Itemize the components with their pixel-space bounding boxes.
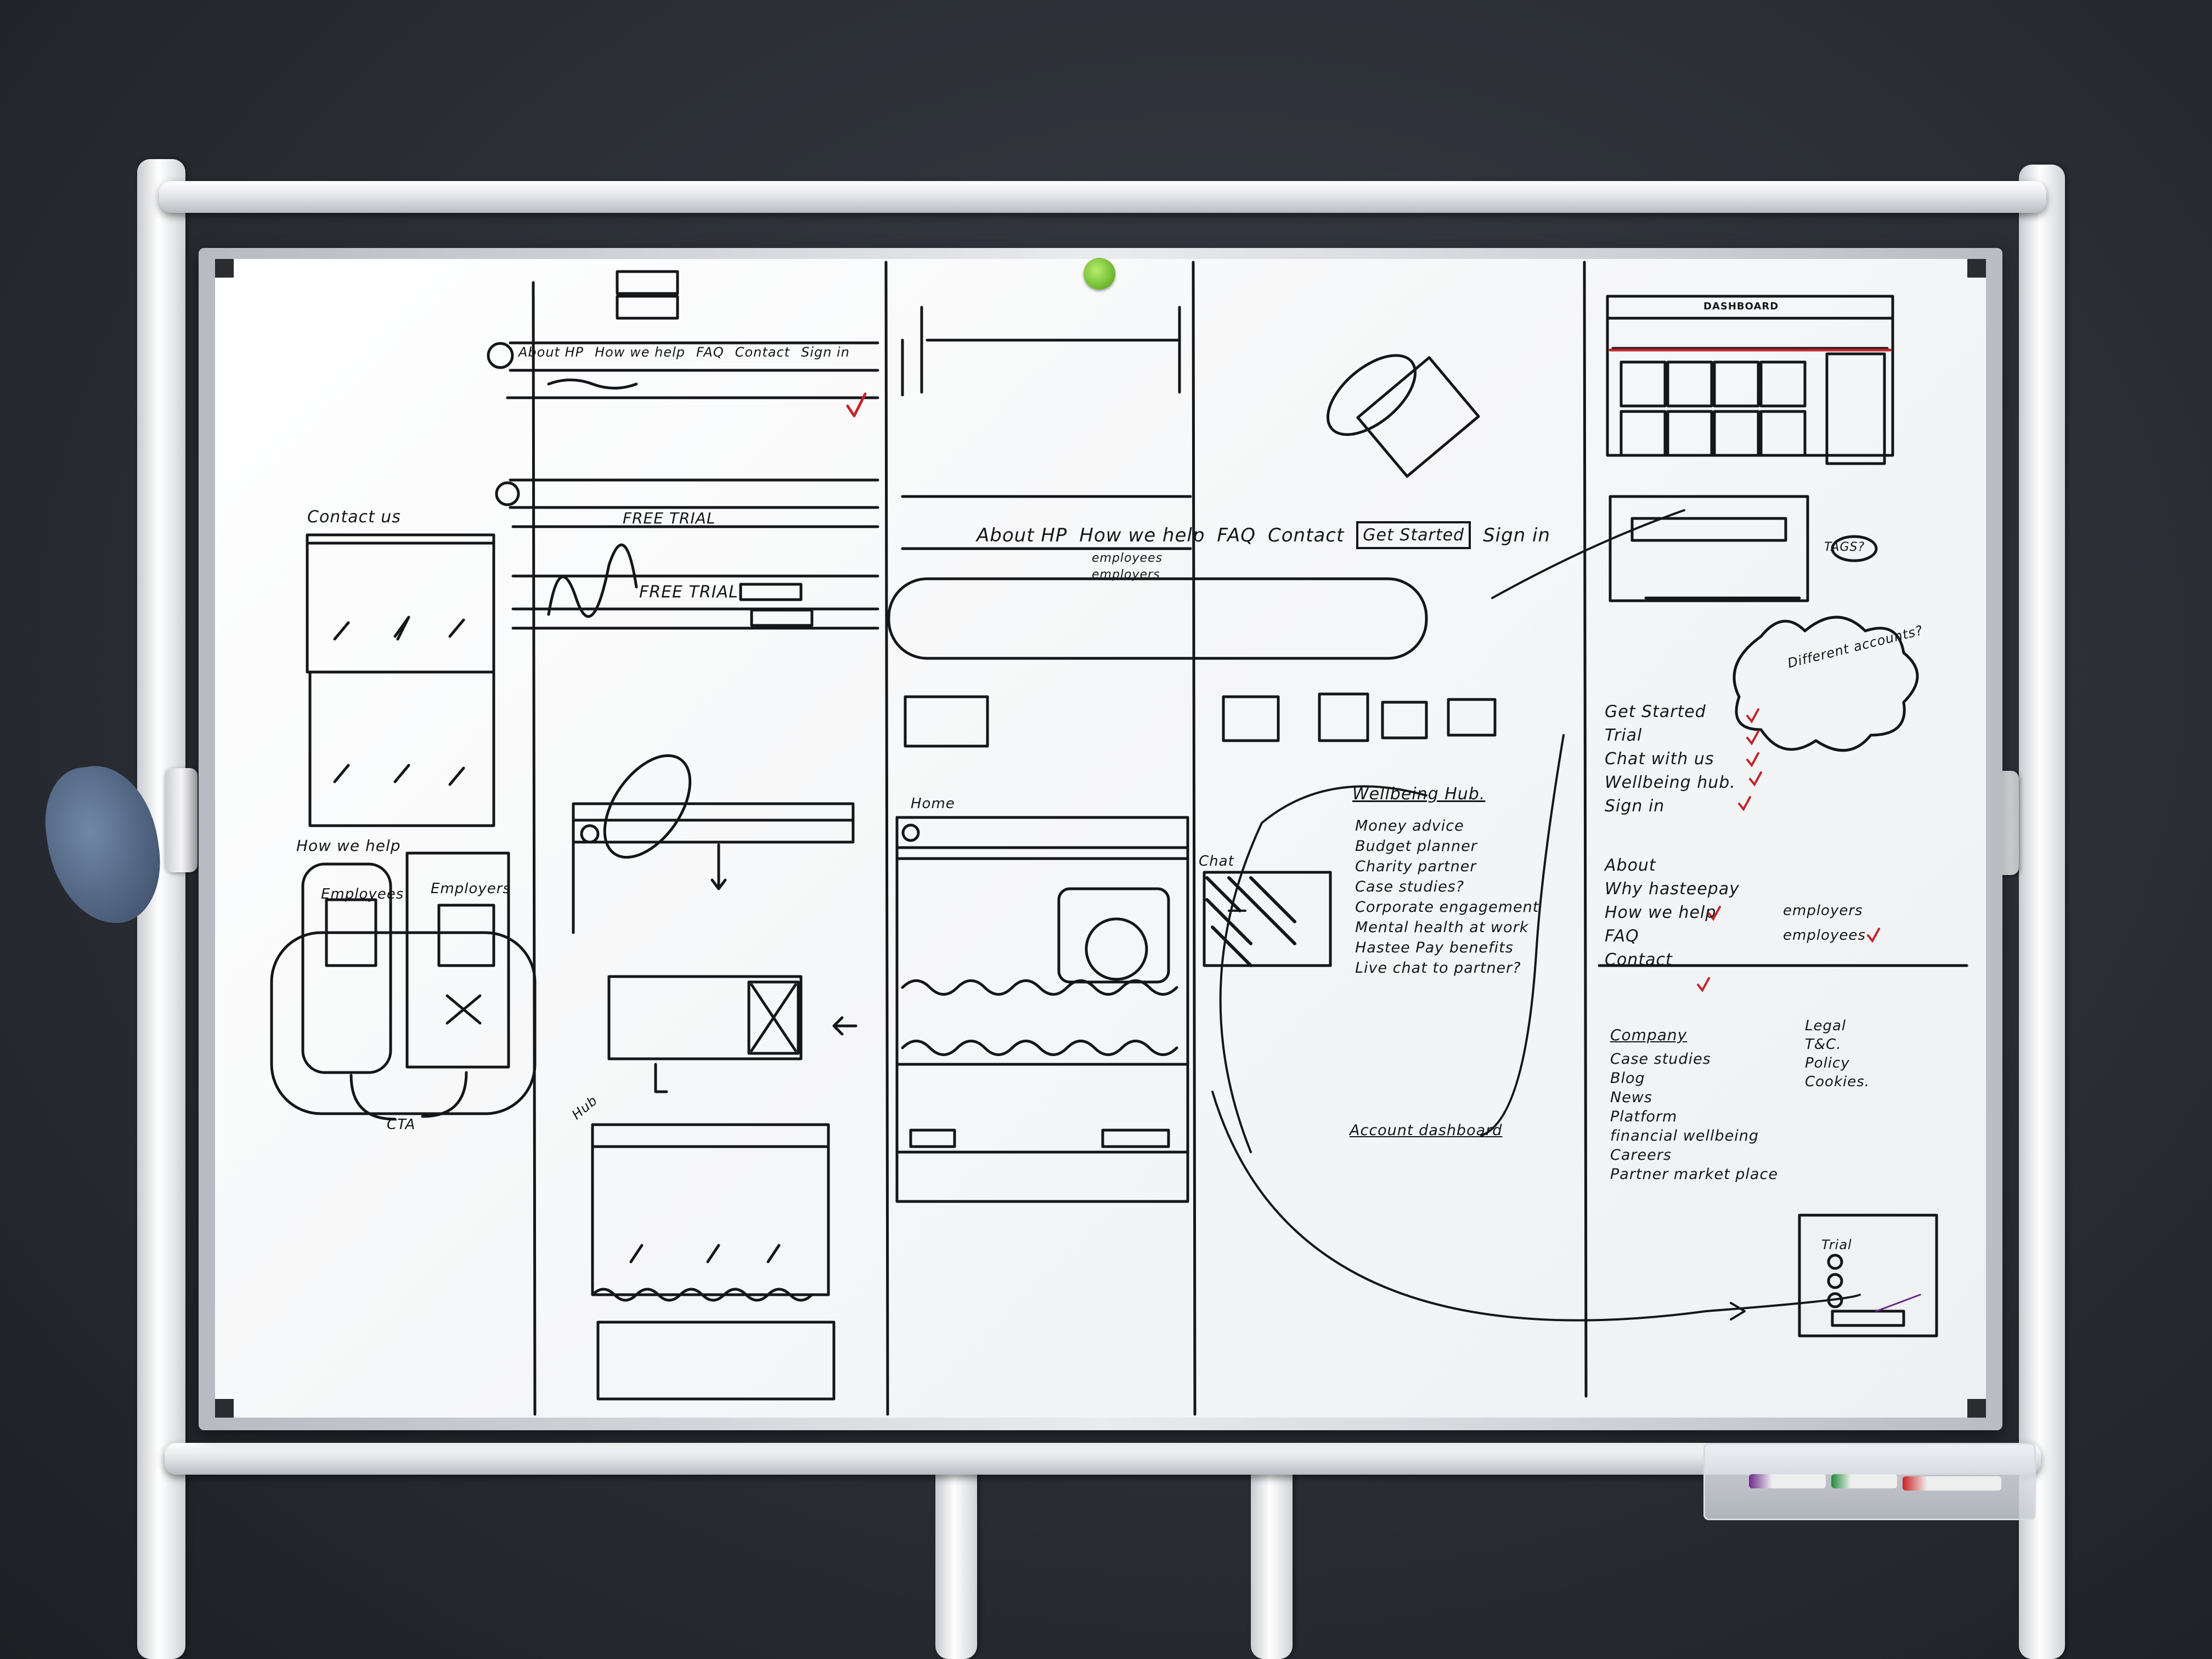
company-item: Careers [1610,1147,1672,1164]
wellbeing-item: Money advice [1355,817,1464,834]
whiteboard-surface [215,259,1986,1418]
stand-right-post [2019,165,2065,1659]
stand-leg-right [1251,1448,1293,1659]
nav-list-item: FAQ [1605,927,1639,946]
company-list: Case studies Blog News Platform financia… [1610,1051,1778,1183]
employees-heading: Employees [321,886,404,902]
trial-box-label: Trial [1821,1237,1852,1252]
chat-label: Chat [1199,853,1234,870]
how-we-help-heading: How we help [296,837,401,855]
left-pivot-clamp [165,768,198,872]
company-item: Partner market place [1610,1166,1778,1183]
cta-label: CTA [387,1116,416,1133]
checklist-item: Get Started [1605,702,1706,721]
checklist-item: Chat with us [1605,749,1714,769]
green-magnet [1084,258,1115,290]
checklist-item: Sign in [1605,797,1665,816]
nav-large-about: About HP [977,524,1068,546]
employers-subitem: employers [1783,902,1863,919]
company-item: Platform [1610,1108,1678,1125]
nav-list-item: How we help [1605,903,1717,922]
nav-large-sign-in: Sign in [1483,524,1551,546]
wellbeing-item: Case studies? [1355,878,1465,895]
tags-label: TAGS? [1824,540,1865,554]
audience-employees: employees [1092,551,1163,565]
company-item: financial wellbeing [1610,1127,1759,1144]
company-item: Case studies [1610,1051,1711,1068]
nav-list-item: Contact [1605,950,1673,969]
legal-item: Policy [1805,1055,1850,1071]
nav-list-item: About [1605,856,1656,875]
wellbeing-item: Hastee Pay benefits [1355,939,1514,956]
wellbeing-item: Charity partner [1355,858,1477,875]
home-label: Home [911,795,955,812]
nav-faq: FAQ [696,345,724,360]
checklist-item: Wellbeing hub. [1605,773,1736,792]
site-nav-list: About Why hasteepay How we help FAQ Cont… [1605,856,1740,969]
nav-large-contact: Contact [1268,524,1345,546]
nav-large-get-started: Get Started [1356,521,1471,549]
stand-left-post [137,159,185,1659]
wellbeing-item: Corporate engagement [1355,899,1539,916]
company-item: Blog [1610,1070,1645,1087]
nav-list-item: Why hasteepay [1605,879,1740,899]
company-item: News [1610,1089,1652,1106]
legal-list: Legal T&C. Policy Cookies. [1805,1018,1870,1090]
stand-leg-left [935,1448,977,1659]
employers-heading: Employers [431,881,511,897]
nav-header-sketch-1: About HP How we help FAQ Contact Sign in [518,345,850,360]
free-trial-label-2: FREE TRIAL [639,583,738,602]
legal-item: T&C. [1805,1036,1842,1053]
site-checklist: Get Started Trial Chat with us Wellbeing… [1605,702,1736,816]
nav-contact: Contact [735,345,791,360]
nav-about: About HP [518,345,584,360]
nav-how-we-help: How we help [595,345,685,360]
legal-item: Cookies. [1805,1074,1870,1090]
company-title: Company [1610,1026,1688,1044]
wellbeing-list: Money advice Budget planner Charity part… [1355,817,1539,977]
dashboard-title: DASHBOARD [1703,301,1779,312]
nav-header-sketch-large: About HP How we help FAQ Contact Get Sta… [977,521,1550,549]
wellbeing-item: Live chat to partner? [1355,960,1521,977]
wellbeing-item: Budget planner [1355,838,1477,855]
audience-employers: employers [1092,568,1160,582]
stand-top-rail [159,181,2046,213]
wellbeing-item: Mental health at work [1355,919,1529,936]
legal-item: Legal [1805,1018,1847,1034]
marker-tray [1703,1443,2036,1520]
free-trial-label-1: FREE TRIAL [623,509,716,527]
nav-large-faq: FAQ [1217,524,1256,546]
employees-subitem: employees [1783,927,1866,944]
nav-large-how-we-help: How we help [1079,524,1205,546]
account-dashboard-title: Account dashboard [1350,1122,1503,1139]
checklist-item: Trial [1605,726,1643,745]
wellbeing-title: Wellbeing Hub. [1352,785,1486,804]
nav-sign-in: Sign in [801,345,850,360]
contact-us-heading: Contact us [307,507,401,527]
